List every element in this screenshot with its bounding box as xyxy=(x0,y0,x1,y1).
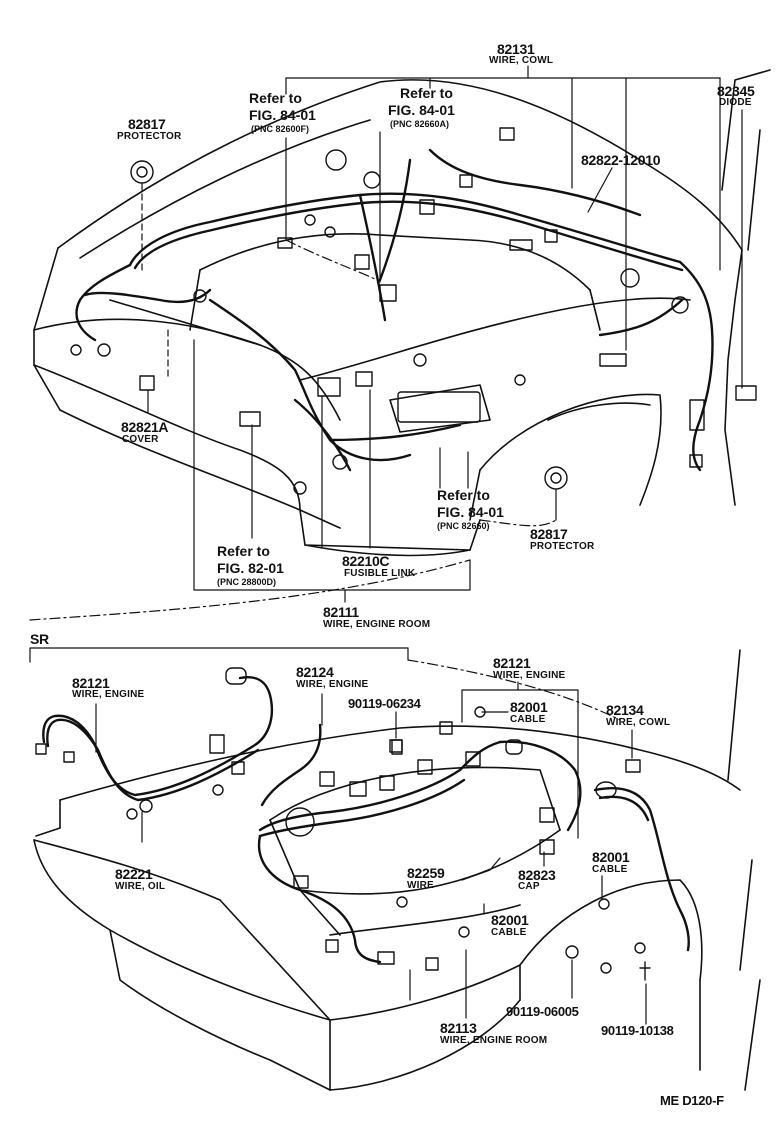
part-82821a-number: 82821A xyxy=(121,419,169,435)
part-82113-number: 82113 xyxy=(440,1020,477,1036)
ref-84-01-pnc: (PNC 82660) xyxy=(437,521,490,531)
part-82001-upper-name: CABLE xyxy=(510,714,546,725)
part-82817-number: 82817 xyxy=(128,116,166,132)
part-82259-number: 82259 xyxy=(407,865,445,881)
part-82345-number: 82345 xyxy=(717,83,755,99)
part-82134-name: WIRE, COWL xyxy=(606,717,671,728)
lower-connectors xyxy=(35,667,651,981)
upper-leader-lines xyxy=(29,65,743,621)
part-82823-name: CAP xyxy=(518,881,540,892)
part-82124-name: WIRE, ENGINE xyxy=(296,679,369,690)
ref-84-01-a-refer: Refer to xyxy=(400,85,453,101)
part-82210c-number: 82210C xyxy=(342,553,390,569)
part-82823-number: 82823 xyxy=(518,867,556,883)
ref-84-01-refer: Refer to xyxy=(437,487,490,503)
part-82001-lower-name: CABLE xyxy=(491,927,527,938)
part-82817-name: PROTECTOR xyxy=(117,131,182,142)
part-82001-upper-number: 82001 xyxy=(510,699,548,715)
ref-82-01-pnc: (PNC 28800D) xyxy=(217,577,277,587)
part-82121-right-number: 82121 xyxy=(493,655,531,671)
part-82221-name: WIRE, OIL xyxy=(115,881,166,892)
part-82131-name: WIRE, COWL xyxy=(489,55,554,66)
part-82259-name: WIRE xyxy=(407,880,434,891)
part-82111-number: 82111 xyxy=(323,604,359,620)
part-82131-number: 82131 xyxy=(497,41,535,57)
upper-wire-harness xyxy=(75,148,714,472)
upper-vehicle-body xyxy=(33,69,771,557)
part-82822-number: 82822-12010 xyxy=(581,152,661,168)
part-82210c-name: FUSIBLE LINK xyxy=(344,568,416,579)
part-82124-number: 82124 xyxy=(296,664,334,680)
part-82121-left-name: WIRE, ENGINE xyxy=(72,689,145,700)
part-82821a-name: COVER xyxy=(122,434,159,445)
ref-84-01-a-fig: FIG. 84-01 xyxy=(388,102,455,118)
lower-vehicle-body xyxy=(33,649,761,1091)
lower-leader-lines xyxy=(95,681,647,1025)
ref-82-01-fig: FIG. 82-01 xyxy=(217,560,284,576)
section-sr-label: SR xyxy=(30,631,49,647)
lower-wire-harness xyxy=(42,676,690,964)
ref-84-01-f-fig: FIG. 84-01 xyxy=(249,107,316,123)
part-82221-number: 82221 xyxy=(115,866,153,882)
ref-82-01-refer: Refer to xyxy=(217,543,270,559)
part-82134-number: 82134 xyxy=(606,702,644,718)
part-90119-06234-number: 90119-06234 xyxy=(348,696,421,711)
part-82121-right-name: WIRE, ENGINE xyxy=(493,670,566,681)
part-90119-06005-number: 90119-06005 xyxy=(506,1004,579,1019)
lower-section-bracket xyxy=(29,647,621,721)
ref-84-01-fig: FIG. 84-01 xyxy=(437,504,504,520)
part-82113-name: WIRE, ENGINE ROOM xyxy=(440,1035,548,1046)
part-82001-right-number: 82001 xyxy=(592,849,630,865)
upper-connectors xyxy=(70,127,757,495)
part-90119-10138-number: 90119-10138 xyxy=(601,1023,674,1038)
ref-84-01-a-pnc: (PNC 82660A) xyxy=(390,119,450,129)
part-82345-name: DIODE xyxy=(719,97,752,108)
sheet-code: ME D120-F xyxy=(660,1093,724,1108)
part-82817-right-name: PROTECTOR xyxy=(530,541,595,552)
part-82111-name: WIRE, ENGINE ROOM xyxy=(323,619,431,630)
part-82121-left-number: 82121 xyxy=(72,675,110,691)
ref-84-01-f-pnc: (PNC 82600F) xyxy=(251,124,310,134)
part-82001-right-name: CABLE xyxy=(592,864,628,875)
part-82817-right-number: 82817 xyxy=(530,526,568,542)
ref-84-01-f-refer: Refer to xyxy=(249,90,302,106)
part-82001-lower-number: 82001 xyxy=(491,912,529,928)
